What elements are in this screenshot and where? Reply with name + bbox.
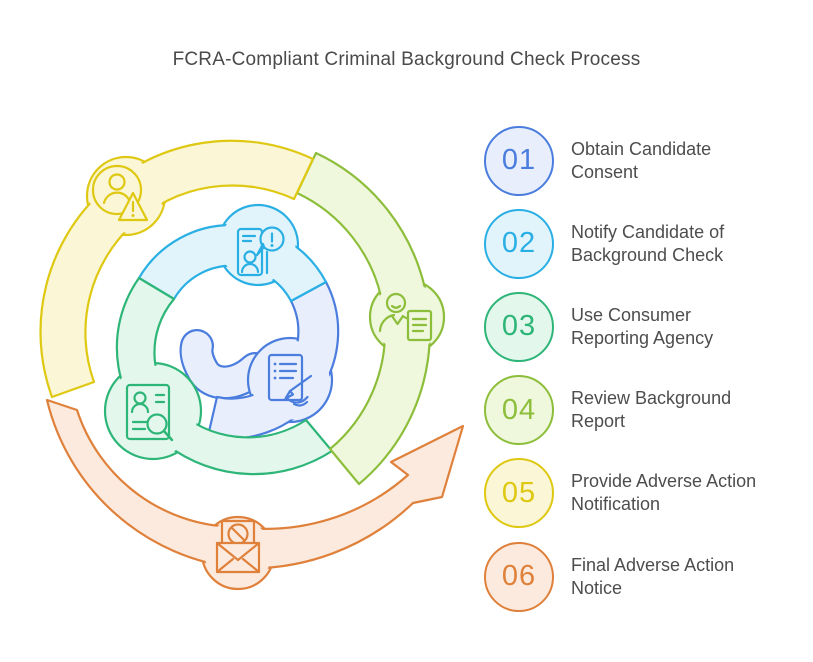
step-row-4: 04 Review Background Report [484, 369, 756, 452]
step-number-badge-5: 05 [484, 458, 554, 529]
step-row-3: 03 Use Consumer Reporting Agency [484, 285, 756, 368]
step-label-2: Notify Candidate of Background Check [571, 221, 724, 267]
step-label-4: Review Background Report [571, 387, 731, 433]
candidate-report-icon [378, 292, 433, 342]
step-number: 03 [501, 310, 537, 343]
steps-list: 01 Obtain Candidate Consent 02 Notify Ca… [484, 119, 756, 618]
page-title: FCRA-Compliant Criminal Background Check… [172, 49, 641, 70]
step-label-3: Use Consumer Reporting Agency [571, 304, 713, 350]
step-number-badge-6: 06 [484, 541, 554, 612]
step-label-5: Provide Adverse Action Notification [571, 470, 756, 516]
step-number: 05 [501, 476, 537, 509]
step-label-1: Obtain Candidate Consent [571, 138, 711, 184]
step-label-line2: Notification [571, 494, 661, 515]
step-label-line2: Reporting Agency [571, 327, 714, 348]
step-label-line1: Obtain Candidate [571, 138, 712, 159]
step-label-line2: Consent [571, 161, 639, 182]
step-label-line2: Background Check [571, 244, 724, 265]
step-number-badge-2: 02 [484, 208, 554, 279]
signature-document-icon [267, 353, 313, 407]
step-number-badge-3: 03 [484, 291, 554, 362]
step-label-line2: Notice [571, 577, 623, 598]
band-step4 [295, 151, 431, 486]
step-row-6: 06 Final Adverse Action Notice [484, 535, 756, 618]
segment-step3-agency [103, 276, 334, 476]
step-number: 02 [501, 227, 537, 260]
step-number: 01 [501, 144, 537, 177]
id-card-search-icon [125, 383, 174, 442]
step-label-line1: Review Background [571, 388, 732, 409]
step-label-line1: Provide Adverse Action [571, 471, 757, 492]
person-alert-icon [91, 164, 149, 222]
step-number: 04 [501, 393, 537, 426]
step-row-5: 05 Provide Adverse Action Notification [484, 452, 756, 535]
segment-step4-review [295, 151, 446, 486]
step-row-2: 02 Notify Candidate of Background Check [484, 202, 756, 285]
segment-step5-adverse-notification [39, 139, 315, 399]
rejection-mail-icon [215, 519, 261, 574]
step-label-line1: Notify Candidate of [571, 221, 725, 242]
step-label-line1: Use Consumer [571, 304, 692, 325]
segment-step1-consent [179, 280, 340, 440]
step-label-line1: Final Adverse Action [571, 554, 735, 575]
step-row-1: 01 Obtain Candidate Consent [484, 119, 756, 202]
step-number-badge-4: 04 [484, 375, 554, 446]
step-number-badge-1: 01 [484, 125, 554, 196]
notification-profile-icon [236, 226, 285, 277]
segment-step6-final-notice [45, 398, 465, 591]
step-label-6: Final Adverse Action Notice [571, 554, 734, 600]
band-step6-arrow [45, 398, 465, 570]
step-label-line2: Report [571, 411, 626, 432]
step-number: 06 [501, 560, 537, 593]
segment-step2-notify [137, 203, 328, 303]
